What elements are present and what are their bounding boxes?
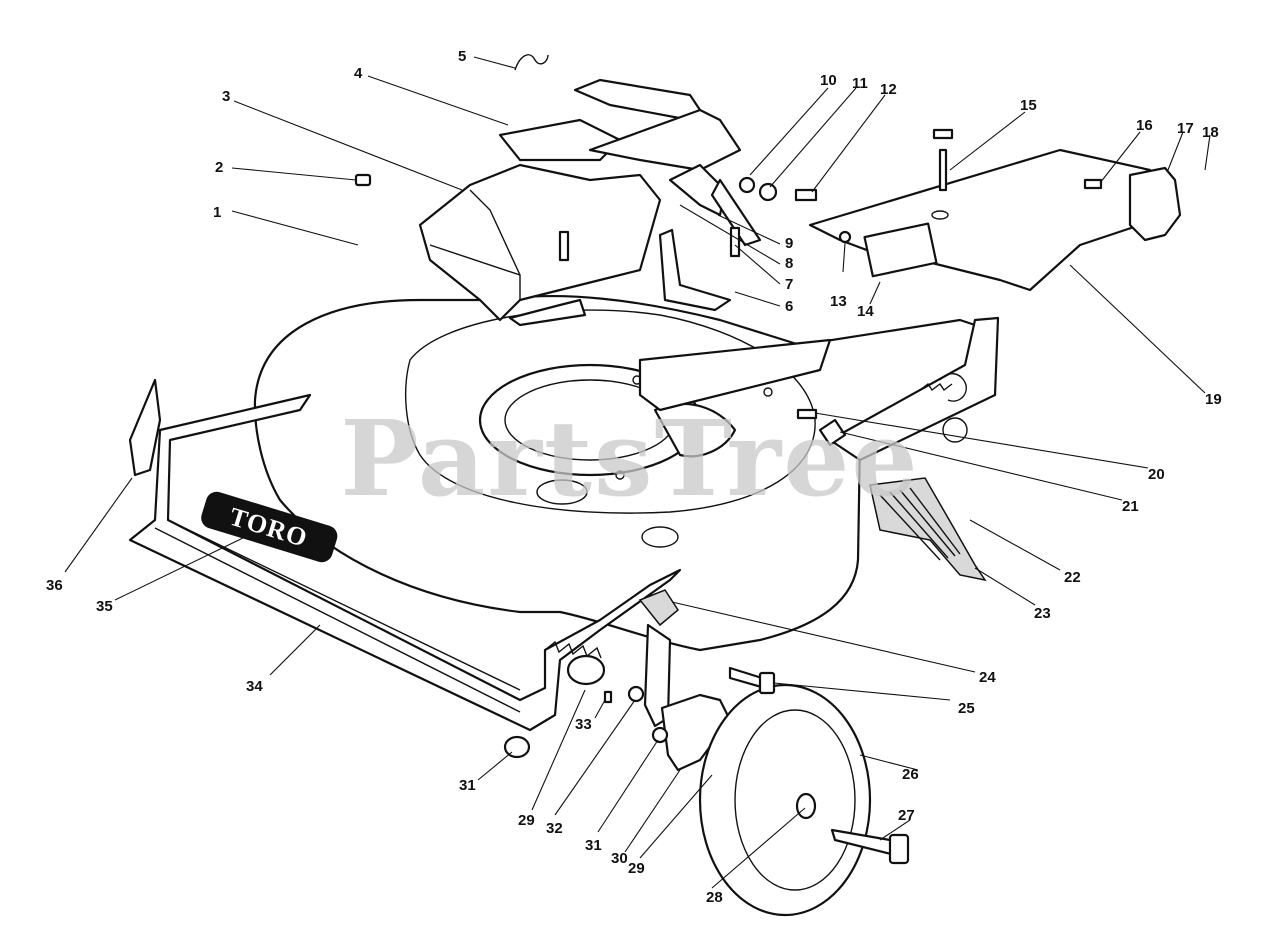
- callout-15: 15: [1020, 97, 1037, 114]
- callout-labels: 1 2 3 4 5 6 7 8 9 10 11 12 13 14 15 16 1…: [46, 48, 1222, 906]
- callout-22: 22: [1064, 569, 1081, 586]
- callout-31a: 31: [459, 777, 476, 794]
- rear-baffle-assembly: [808, 148, 1182, 292]
- callout-27: 27: [898, 807, 915, 824]
- callout-17: 17: [1177, 120, 1194, 137]
- callout-24: 24: [979, 669, 996, 686]
- callout-19: 19: [1205, 391, 1222, 408]
- watermark-text: PartsTree: [340, 397, 919, 520]
- callout-33: 33: [575, 716, 592, 733]
- callout-29b: 29: [628, 860, 645, 877]
- callout-23: 23: [1034, 605, 1051, 622]
- callout-1: 1: [213, 204, 221, 221]
- callout-14: 14: [857, 303, 874, 320]
- callout-18: 18: [1202, 124, 1219, 141]
- rear-flap: [869, 477, 987, 582]
- callout-9: 9: [785, 235, 793, 252]
- callout-25: 25: [958, 700, 975, 717]
- callout-6: 6: [785, 298, 793, 315]
- callout-12: 12: [880, 81, 897, 98]
- mower-deck: [128, 78, 1000, 732]
- callout-10: 10: [820, 72, 837, 89]
- wheel: [698, 683, 910, 917]
- callout-30: 30: [611, 850, 628, 867]
- callout-26: 26: [902, 766, 919, 783]
- callout-34: 34: [246, 678, 263, 695]
- callout-4: 4: [354, 65, 363, 82]
- callout-36: 36: [46, 577, 63, 594]
- bolt-25: [728, 666, 776, 695]
- callout-16: 16: [1136, 117, 1153, 134]
- callout-3: 3: [222, 88, 230, 105]
- leader-lines: [64, 56, 1211, 889]
- callout-7: 7: [785, 276, 793, 293]
- callout-21: 21: [1122, 498, 1139, 515]
- callout-11: 11: [852, 75, 868, 92]
- callout-8: 8: [785, 255, 793, 272]
- callout-32: 32: [546, 820, 563, 837]
- callout-29a: 29: [518, 812, 535, 829]
- callout-13: 13: [830, 293, 847, 310]
- callout-35: 35: [96, 598, 113, 615]
- callout-31b: 31: [585, 837, 602, 854]
- callout-2: 2: [215, 159, 223, 176]
- callout-28: 28: [706, 889, 723, 906]
- callout-20: 20: [1148, 466, 1165, 483]
- fasteners: [128, 54, 1103, 759]
- callout-5: 5: [458, 48, 466, 65]
